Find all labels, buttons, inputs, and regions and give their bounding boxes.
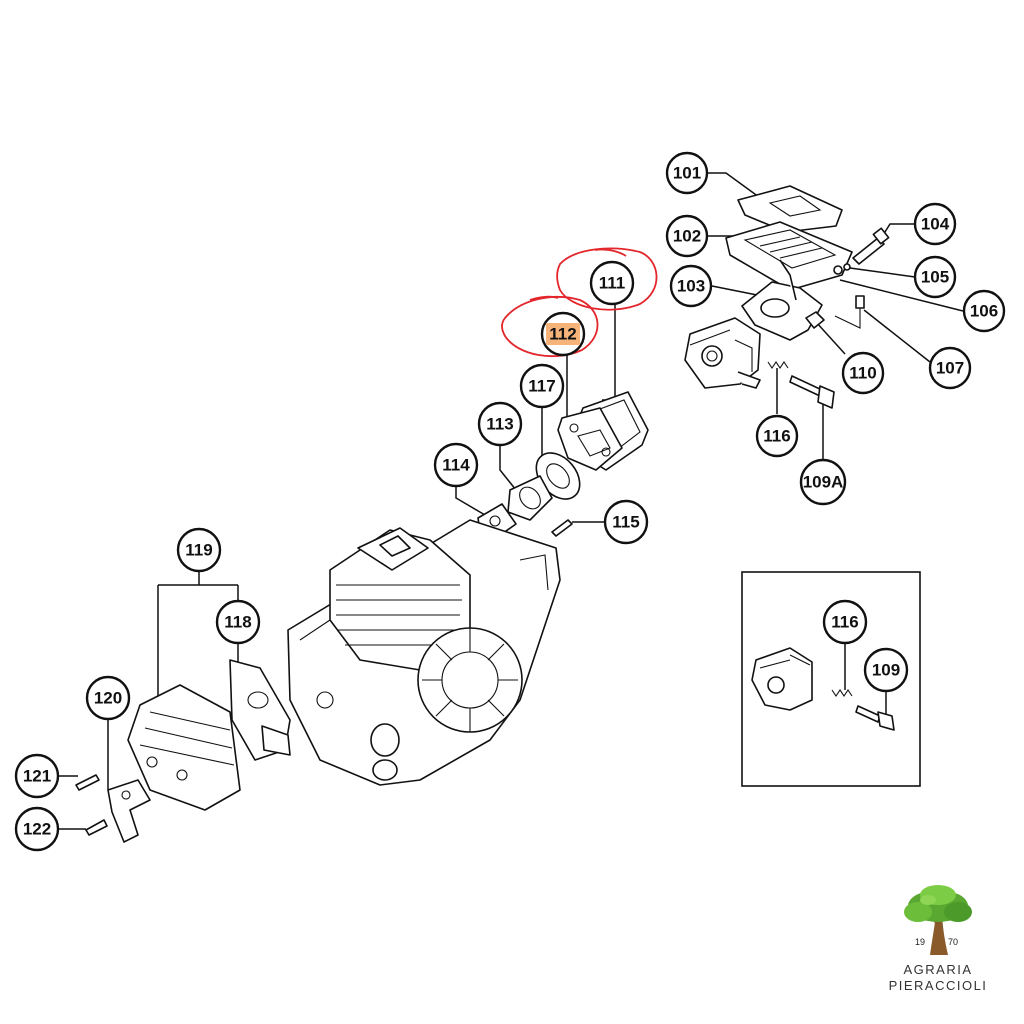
callout-114[interactable]: 114 [433,442,479,488]
callout-101-label: 101 [673,164,701,183]
intake-manifold-113 [507,475,553,521]
callout-111[interactable]: 111 [589,260,635,306]
callout-113[interactable]: 113 [477,401,523,447]
callout-116-inset-label: 116 [831,613,858,632]
callout-121-label: 121 [23,767,51,786]
brand-year-left: 19 [915,937,925,947]
callout-116-inset[interactable]: 116 [822,599,868,645]
screw-122 [85,819,108,836]
callout-102-label: 102 [673,227,701,246]
callout-110[interactable]: 110 [841,351,885,395]
callout-106[interactable]: 106 [962,289,1006,333]
highlight-marks [501,247,658,357]
leader-lines [59,172,964,830]
callout-112-label: 112 [549,325,576,344]
callout-109A-label: 109A [803,473,844,492]
callout-112[interactable]: 112 [540,311,586,357]
air-filter-cover [737,185,843,233]
callout-113-label: 113 [486,415,513,434]
callout-117-label: 117 [528,377,555,396]
callout-115-label: 115 [612,513,639,532]
callout-103[interactable]: 103 [669,264,713,308]
brand-year-right: 70 [948,937,958,947]
callout-122[interactable]: 122 [14,806,60,852]
brand-logo: 19 70 AGRARIA PIERACCIOLI [889,885,988,993]
callout-106-label: 106 [970,302,998,321]
callout-109A[interactable]: 109A [799,458,847,506]
callout-102[interactable]: 102 [665,214,709,258]
bracket-120 [107,779,151,843]
callout-110-label: 110 [849,364,876,383]
filter-base [741,259,823,341]
callout-114-label: 114 [442,456,470,475]
callout-101[interactable]: 101 [665,151,709,195]
engine-crankcase [287,519,561,786]
brand-name-line1: AGRARIA [903,962,972,977]
callout-118-label: 118 [224,613,251,632]
callout-104-label: 104 [921,215,950,234]
callout-105-label: 105 [921,268,949,287]
callout-103-label: 103 [677,277,705,296]
callout-119[interactable]: 119 [176,527,222,573]
adjust-screw-109A [789,375,835,409]
callout-116-label: 116 [763,427,790,446]
carburetor [684,317,761,389]
screw-115 [551,519,573,537]
air-filter [725,221,853,291]
spring-116 [767,361,789,369]
callout-118[interactable]: 118 [215,599,261,645]
inset-detail-box [741,571,921,787]
callout-121[interactable]: 121 [14,753,60,799]
callout-105[interactable]: 105 [913,255,957,299]
callout-107[interactable]: 107 [928,346,972,390]
screw-121 [75,774,100,791]
clip-110 [805,311,825,329]
screw-107 [834,295,865,329]
mark-around-111 [556,247,658,311]
callout-120[interactable]: 120 [85,675,131,721]
callout-115[interactable]: 115 [603,499,649,545]
washer-105 [833,263,851,275]
callout-119-label: 119 [185,541,212,560]
callout-104[interactable]: 104 [913,202,957,246]
brand-name-line2: PIERACCIOLI [889,978,988,993]
muffler-gasket-118 [229,659,291,761]
mark-around-112 [501,295,599,357]
muffler-119 [127,684,241,811]
callout-120-label: 120 [94,689,122,708]
callout-112-highlight [546,323,580,345]
bolt-104 [852,227,890,265]
callout-111-label: 111 [599,274,626,293]
callout-122-label: 122 [23,820,51,839]
callout-109[interactable]: 109 [863,647,909,693]
callout-116[interactable]: 116 [755,414,799,458]
callout-107-label: 107 [936,359,964,378]
tree-logo-icon [904,885,972,955]
callout-109-label: 109 [872,661,900,680]
gasket-112 [557,407,623,471]
callout-117[interactable]: 117 [519,363,565,409]
